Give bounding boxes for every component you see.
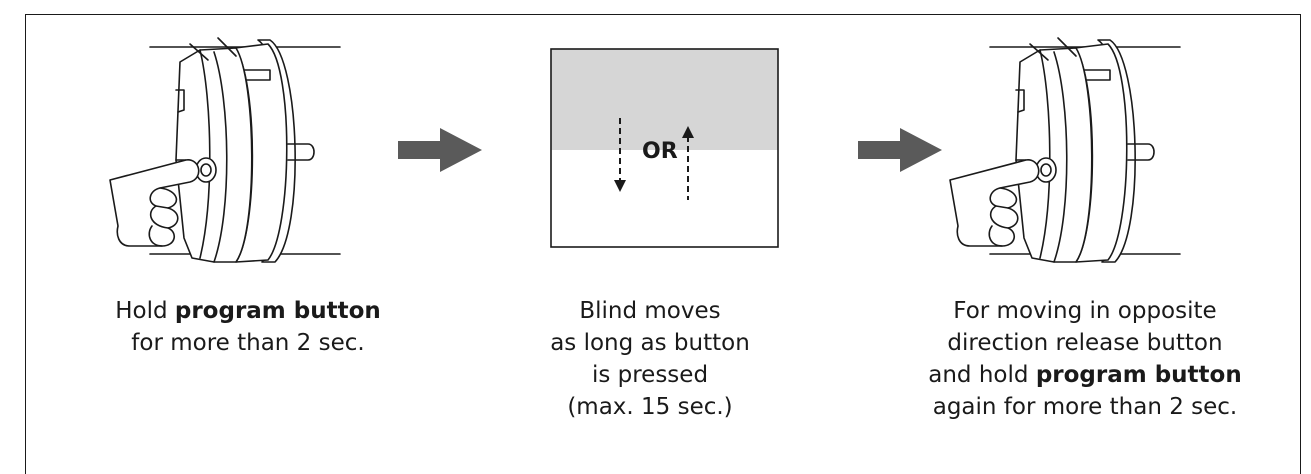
caption-text: is pressed: [591, 362, 709, 388]
caption-text: direction release button: [947, 330, 1223, 356]
caption-text: For moving in opposite: [953, 298, 1217, 324]
caption-bold: program button: [1035, 362, 1242, 388]
caption-text: Blind moves: [579, 298, 721, 324]
caption-text: for more than 2 sec.: [131, 330, 365, 356]
right-arrow-icon: [398, 128, 482, 172]
blind-window-icon: [550, 48, 779, 248]
motor-hand-icon: [109, 37, 341, 263]
caption-text: and hold: [928, 362, 1036, 388]
caption-text: as long as button: [550, 330, 750, 356]
caption-text: (max. 15 sec.): [567, 394, 733, 420]
step-3-caption: For moving in opposite direction release…: [880, 295, 1290, 423]
instruction-frame: [25, 14, 1301, 474]
motor-hand-icon: [949, 37, 1181, 263]
down-arrow-icon: [614, 118, 626, 192]
caption-text: again for more than 2 sec.: [932, 394, 1238, 420]
right-arrow-icon: [858, 128, 942, 172]
instruction-diagram: OR: [109, 37, 1181, 263]
or-label: OR: [642, 139, 678, 164]
caption-bold: program button: [174, 298, 381, 324]
caption-text: Hold: [115, 298, 175, 324]
step-2-caption: Blind moves as long as button is pressed…: [480, 295, 820, 423]
step-1-caption: Hold program button for more than 2 sec.: [58, 295, 438, 359]
up-arrow-icon: [682, 126, 694, 200]
